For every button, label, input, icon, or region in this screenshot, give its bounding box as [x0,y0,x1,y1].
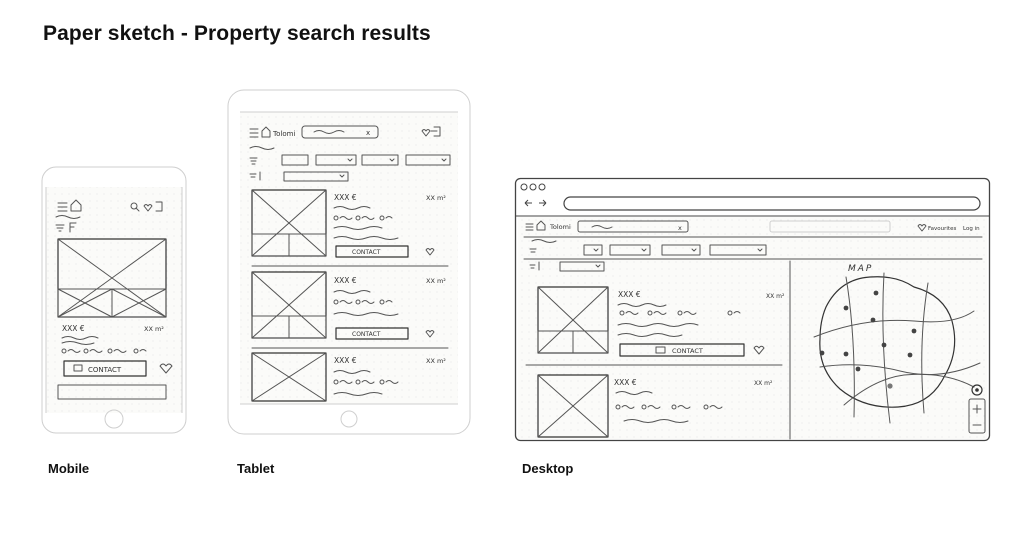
mobile-contact-button[interactable]: CONTACT [63,360,147,377]
tablet-heart-icon [425,248,435,256]
mobile-header [57,199,163,212]
mobile-price: XXX € [62,324,85,333]
map-marker[interactable] [911,328,917,334]
desktop-brand: Tolomi [549,223,571,231]
tablet-card[interactable]: XXX € XX m² [251,352,446,402]
filter-icon [55,222,77,233]
map-marker[interactable] [843,351,849,357]
map-marker[interactable] [907,352,913,358]
tablet-card[interactable]: XXX € XX m² CONTACT [251,189,446,258]
svg-text:CONTACT: CONTACT [88,366,122,374]
desktop-header: Tolomi x Favourites Log in [523,220,983,238]
svg-text:CONTACT: CONTACT [352,249,381,256]
tablet-filters[interactable] [249,154,451,166]
desktop-search[interactable] [577,220,689,233]
tablet-header: Tolomi x [249,125,441,139]
locate-icon[interactable] [971,384,983,396]
svg-text:CONTACT: CONTACT [352,331,381,338]
svg-text:XXX €: XXX € [334,356,357,365]
map-marker[interactable] [887,383,893,389]
desktop-sketch: Tolomi x Favourites Log in XXX € XX m² [514,177,991,442]
zoom-in-icon[interactable] [972,404,982,414]
map-marker[interactable] [881,342,887,348]
svg-text:CONTACT: CONTACT [672,347,703,355]
mobile-wave [55,215,81,219]
map-controls[interactable] [968,384,986,434]
map-label: MAP [848,264,873,274]
map-marker[interactable] [843,305,849,311]
svg-text:x: x [678,224,682,232]
map-marker[interactable] [870,317,876,323]
svg-text:XXX €: XXX € [618,290,641,299]
desktop-contact-button[interactable] [619,343,745,357]
mobile-heart-icon[interactable] [159,363,173,374]
mobile-area: XX m² [144,325,164,333]
svg-text:x: x [366,129,370,137]
svg-text:XXX €: XXX € [614,378,637,387]
mobile-next-card [57,384,167,400]
mobile-card-image [57,238,167,318]
device-label-mobile: Mobile [48,461,90,476]
desktop-heart-icon[interactable] [753,345,765,355]
desktop-sort[interactable] [529,261,605,272]
mobile-features [61,348,147,354]
address-bar[interactable] [563,196,981,211]
svg-text:XX m²: XX m² [426,357,446,365]
desktop-card[interactable]: XXX € XX m² CONTACT [537,286,785,357]
favorites-link[interactable]: Favourites [928,226,956,232]
svg-text:XXX €: XXX € [334,193,357,202]
map-area[interactable]: MAP [813,264,981,424]
login-link[interactable]: Log in [963,226,980,232]
svg-text:XX m²: XX m² [766,293,785,300]
map-marker[interactable] [855,366,861,372]
tablet-sort[interactable] [249,171,349,182]
desktop-filters[interactable] [529,244,767,256]
device-label-tablet: Tablet [237,461,275,476]
tablet-brand: Tolomi [272,130,295,138]
tablet-sketch: Tolomi x XXX € XX m² CONTACT [227,89,471,435]
mobile-sketch: XXX € XX m² CONTACT [41,166,187,434]
svg-text:XXX €: XXX € [334,276,357,285]
desktop-card[interactable]: XXX € XX m² [537,374,773,438]
svg-text:XX m²: XX m² [426,277,446,285]
browser-chrome [515,183,990,217]
svg-text:XX m²: XX m² [754,380,773,387]
tablet-card[interactable]: XXX € XX m² CONTACT [251,271,446,340]
map-marker[interactable] [819,350,825,356]
device-label-desktop: Desktop [522,461,574,476]
page-title: Paper sketch - Property search results [43,22,431,45]
svg-text:XX m²: XX m² [426,194,446,202]
map-marker[interactable] [873,290,879,296]
favorites-heart-icon[interactable] [917,224,927,232]
